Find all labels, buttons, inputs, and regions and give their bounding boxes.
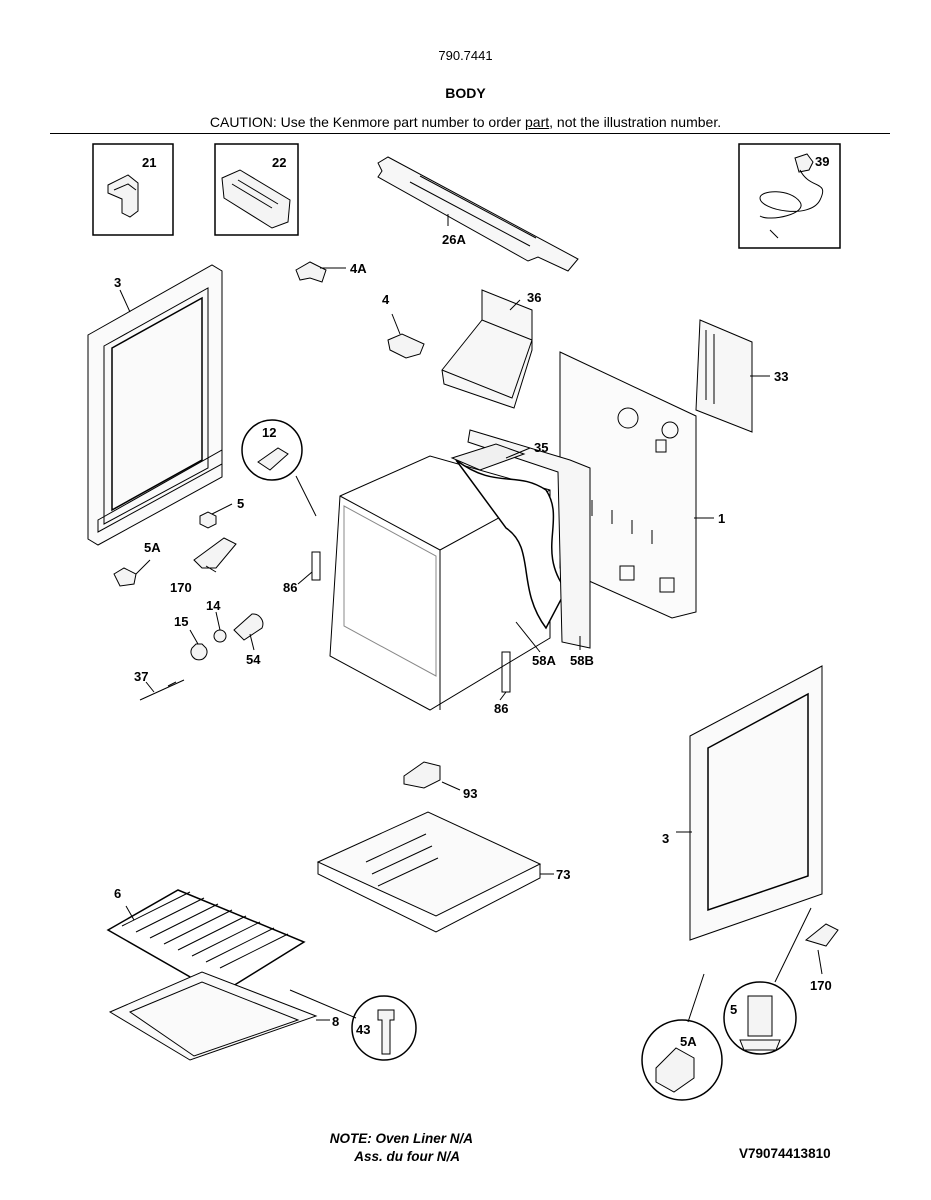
part-73-bottom-panel — [316, 811, 542, 933]
callout-6: 6 — [114, 886, 121, 901]
note-oven-liner-french: Ass. du four N/A — [354, 1149, 460, 1164]
callout-14: 14 — [206, 598, 221, 613]
header-divider — [50, 133, 890, 134]
part-8-drawer — [108, 971, 318, 1061]
inset-box-39 — [738, 143, 841, 249]
callout-36: 36 — [527, 290, 541, 305]
callout-58b: 58B — [570, 653, 594, 668]
part-36-deflector — [441, 289, 533, 409]
caution-text: CAUTION: Use the Kenmore part number to … — [0, 114, 931, 130]
callout-5a-left: 5A — [144, 540, 161, 555]
callout-58a: 58A — [532, 653, 556, 668]
part-5a-leg-bracket — [113, 567, 137, 587]
model-number: 790.7441 — [438, 48, 493, 63]
part-5-leveling-leg — [199, 511, 217, 529]
callout-37: 37 — [134, 669, 148, 684]
caution-prefix: CAUTION: Use the Kenmore part number to … — [209, 114, 525, 130]
inset-box-21 — [92, 143, 174, 236]
callout-86-upper: 86 — [283, 580, 297, 595]
callout-170-right: 170 — [810, 978, 832, 993]
callout-12: 12 — [262, 425, 276, 440]
callout-1: 1 — [718, 511, 725, 526]
callout-5-left: 5 — [237, 496, 244, 511]
callout-3-right: 3 — [662, 831, 669, 846]
callout-4a: 4A — [350, 261, 367, 276]
callout-3-left: 3 — [114, 275, 121, 290]
part-15-bulb — [190, 643, 208, 661]
callout-21: 21 — [142, 155, 156, 170]
callout-26a: 26A — [442, 232, 466, 247]
part-33-housing — [695, 319, 753, 433]
part-86-bracket-upper — [311, 551, 321, 581]
callout-8: 8 — [332, 1014, 339, 1029]
caution-suffix: , not the illustration number. — [549, 114, 722, 130]
part-3-left-side-panel — [87, 264, 223, 546]
callout-5-right: 5 — [730, 1002, 737, 1017]
section-title: BODY — [445, 85, 486, 101]
part-3-right-side-panel — [689, 665, 823, 941]
callout-33: 33 — [774, 369, 788, 384]
inset-box-22 — [214, 143, 299, 236]
caution-underlined-word: part — [525, 114, 550, 130]
part-54-lens — [233, 613, 264, 641]
part-14-socket — [213, 629, 227, 643]
callout-73: 73 — [556, 867, 570, 882]
part-170-clip-right — [804, 923, 839, 947]
part-5a-leg-bracket-inset — [641, 973, 723, 1101]
callout-15: 15 — [174, 614, 188, 629]
part-12-inset-circle — [241, 419, 317, 517]
part-4-clip — [387, 333, 425, 359]
part-170-clip — [193, 537, 237, 569]
part-43-screw-inset — [289, 989, 417, 1061]
callout-170-left: 170 — [170, 580, 192, 595]
oven-cavity-body — [329, 429, 591, 711]
part-6-oven-rack — [106, 889, 306, 995]
callout-43: 43 — [356, 1022, 370, 1037]
note-oven-liner: NOTE: Oven Liner N/A — [329, 1131, 473, 1146]
callout-86-lower: 86 — [494, 701, 508, 716]
drawing-code: V79074413810 — [739, 1146, 831, 1161]
callout-4: 4 — [382, 292, 390, 307]
callout-5a-right: 5A — [680, 1034, 697, 1049]
part-1-back-panel — [559, 351, 697, 619]
part-5-leveling-leg-inset — [723, 907, 812, 1055]
part-37-wire — [139, 679, 185, 701]
callout-22: 22 — [272, 155, 286, 170]
part-26a-bracket — [377, 156, 579, 272]
callout-35: 35 — [534, 440, 548, 455]
callout-39: 39 — [815, 154, 829, 169]
callout-54: 54 — [246, 652, 261, 667]
callout-93: 93 — [463, 786, 477, 801]
part-4a-clip — [295, 261, 327, 283]
part-93-foot — [403, 761, 441, 789]
